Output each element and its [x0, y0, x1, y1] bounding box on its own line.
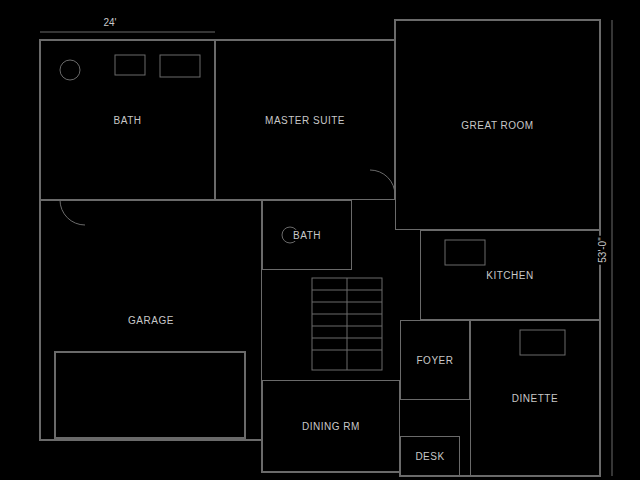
room-label: FOYER — [415, 355, 456, 366]
room-label: DESK — [413, 451, 446, 462]
room: GREAT ROOM — [395, 20, 600, 230]
room-label: BATH — [112, 115, 144, 126]
room-label: DINETTE — [510, 393, 560, 404]
fixtures — [60, 55, 565, 355]
room-label: GREAT ROOM — [459, 120, 535, 131]
dimension-line — [40, 32, 215, 33]
room: GARAGE — [40, 200, 262, 440]
dimension-line — [612, 20, 613, 476]
dimension-label: 53'-0" — [597, 235, 608, 264]
room-label: KITCHEN — [484, 270, 535, 281]
room: DESK — [400, 436, 460, 476]
outer-wall — [40, 20, 600, 476]
room-label: GARAGE — [126, 315, 176, 326]
room-label: DINING RM — [300, 421, 362, 432]
room-label: MASTER SUITE — [263, 115, 347, 126]
room: DINETTE — [470, 320, 600, 476]
room: FOYER — [400, 320, 470, 400]
garage-door — [55, 352, 245, 438]
stairs — [312, 278, 382, 370]
dimension-label: 24' — [101, 17, 118, 28]
room: MASTER SUITE — [215, 40, 395, 200]
room: BATH — [40, 40, 215, 200]
room-label: BATH — [291, 230, 323, 241]
room: DINING RM — [262, 380, 400, 472]
room: BATH — [262, 200, 352, 270]
room: KITCHEN — [420, 230, 600, 320]
